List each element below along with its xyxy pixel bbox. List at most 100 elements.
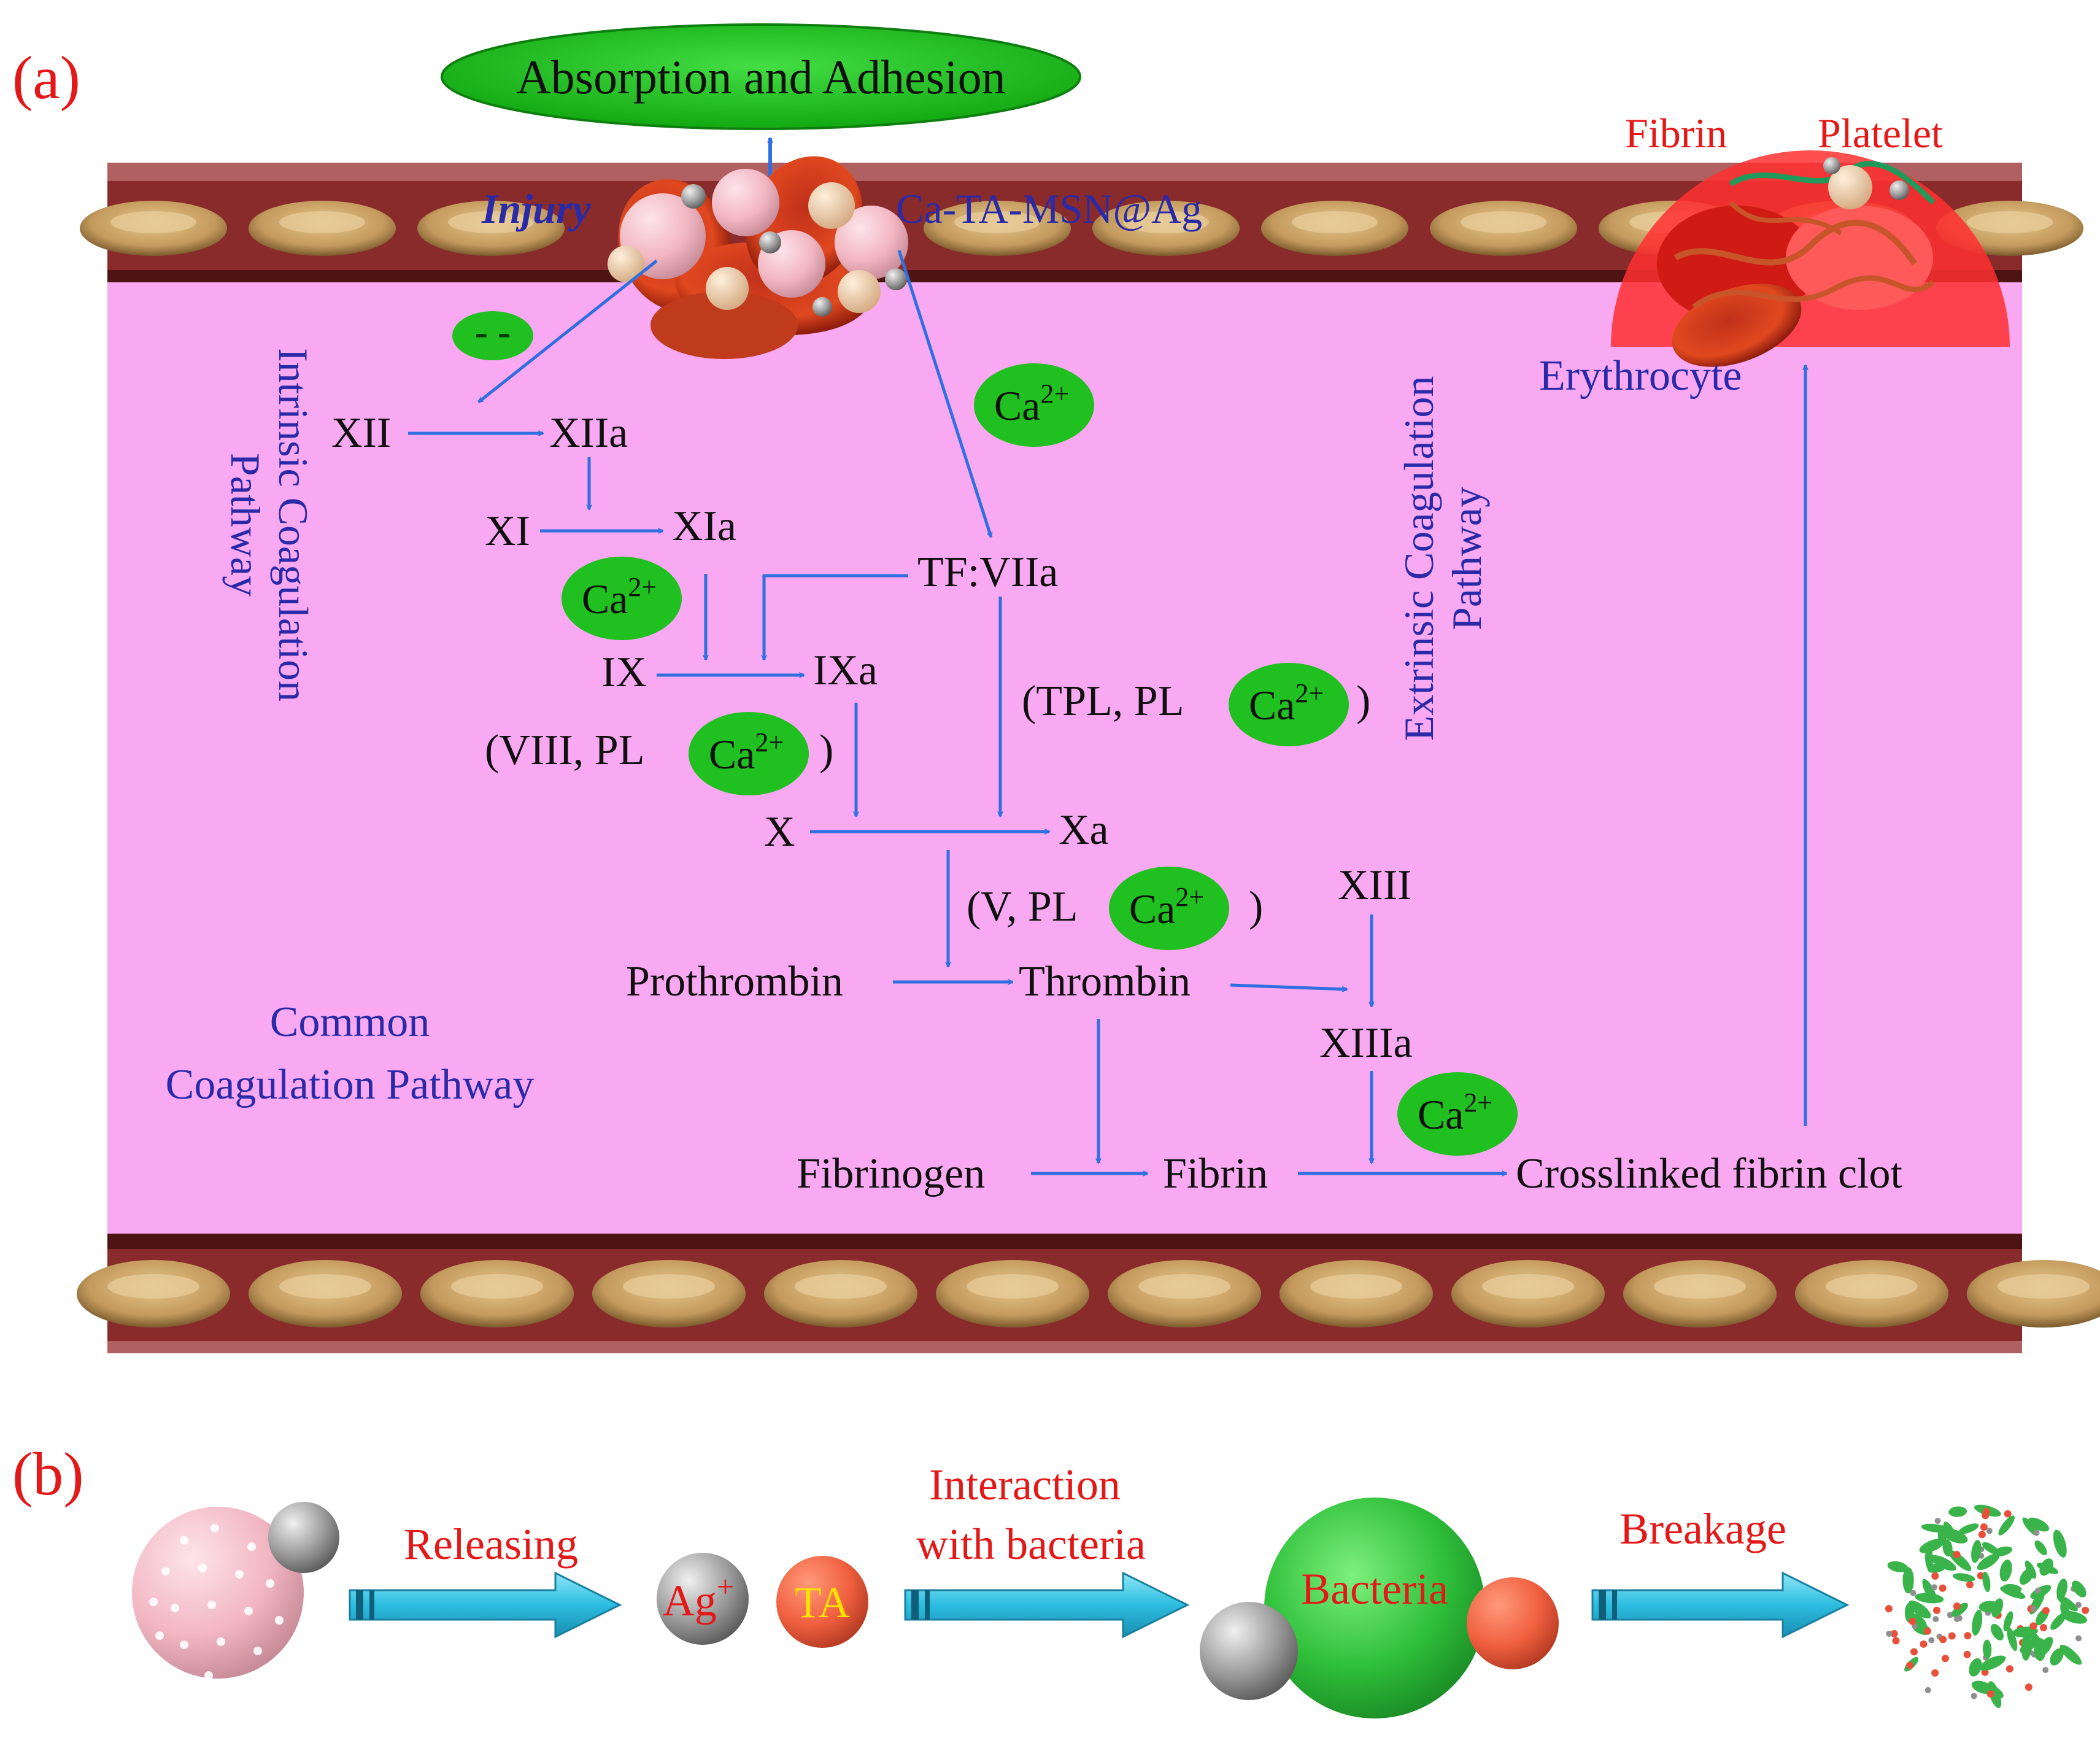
calcium-badge-ellipse <box>689 712 809 795</box>
cell-nucleus <box>1482 1274 1574 1299</box>
fragment <box>1971 1680 1994 1695</box>
fragment <box>1969 1658 1982 1677</box>
material-label: Ca-TA-MSN@Ag <box>896 185 1202 232</box>
fragment <box>2028 1517 2050 1532</box>
cell-nucleus <box>448 211 534 233</box>
negative-charge-symbol: - - <box>475 310 511 354</box>
fragment <box>1912 1613 1927 1629</box>
pore <box>198 1564 207 1572</box>
cofactor-VIII: (VIII, PL ) <box>485 727 833 774</box>
pore <box>275 1616 284 1625</box>
fragment <box>1923 1627 1931 1635</box>
fragment <box>2039 1624 2047 1632</box>
node-IXa: IXa <box>813 647 878 694</box>
intrinsic-title-line1: Intrinsic Coagulation <box>270 348 317 702</box>
fragment <box>2042 1607 2050 1615</box>
calcium-badge: Ca2+ <box>974 363 1094 447</box>
injury-cluster <box>608 156 908 359</box>
cell-nucleus <box>1123 211 1209 233</box>
cascade-nodes: XII XIIa XI XIa TF:VIIa IX IXa X Xa XIII… <box>331 409 1902 1197</box>
node-Fibrinogen: Fibrinogen <box>797 1150 985 1197</box>
node-Fibrin: Fibrin <box>1163 1150 1268 1197</box>
fragment <box>1924 1547 1934 1571</box>
ag-ion-sup: + <box>717 1569 734 1604</box>
broken-particle <box>1885 1504 2090 1709</box>
fragment <box>1971 1540 1982 1563</box>
fragment <box>1930 1555 1956 1571</box>
fragment <box>1966 1580 1974 1588</box>
cell-nucleus <box>110 211 196 233</box>
cell-nucleus <box>107 1274 199 1299</box>
fragment <box>1986 1690 1994 1698</box>
calcium-badge-label: Ca2+ <box>1129 882 1204 932</box>
calcium-badge: Ca2+ <box>1109 867 1229 950</box>
cyan-arrows <box>349 1571 1850 1639</box>
calcium-base: Ca <box>1129 886 1176 932</box>
fragment <box>1941 1655 1949 1663</box>
fragment <box>1886 1630 1893 1637</box>
fragment <box>1972 1609 1983 1636</box>
fragment <box>1915 1593 1944 1604</box>
fragment <box>2035 1587 2042 1594</box>
common-title-line2: Coagulation Pathway <box>166 1061 535 1108</box>
fragment <box>2042 1666 2049 1673</box>
pore <box>266 1579 274 1588</box>
fragment <box>1910 1648 1918 1656</box>
arrow-Thrombin-to-XIIIa <box>1230 983 1347 989</box>
calcium-badge-label: Ca2+ <box>1418 1088 1492 1138</box>
fragment <box>1909 1617 1917 1625</box>
cofactor-V-close: ) <box>1249 883 1263 930</box>
fragment <box>1892 1637 1900 1645</box>
pore <box>235 1570 244 1579</box>
cell-nucleus <box>1138 1274 1230 1299</box>
calcium-badge-label: Ca2+ <box>1249 678 1324 729</box>
calcium-base: Ca <box>1418 1091 1464 1138</box>
node-Thrombin: Thrombin <box>1019 958 1191 1005</box>
fragment <box>2075 1635 2082 1642</box>
process-arrow-body <box>1591 1571 1850 1639</box>
cell-nucleus <box>1654 1274 1746 1299</box>
arrow-TFVIIa-to-IX <box>764 574 908 660</box>
fragment <box>2029 1622 2037 1630</box>
fragment <box>1939 1636 1947 1644</box>
cofactor-VIII-open: (VIII, PL <box>485 727 644 774</box>
panel-a-label: (a) <box>12 44 80 112</box>
fragment <box>1948 1506 1967 1517</box>
fragment <box>1931 1572 1939 1580</box>
pore <box>180 1536 188 1545</box>
process-arrow-body <box>904 1571 1190 1639</box>
fragment <box>2025 1560 2037 1579</box>
fragment <box>1920 1640 1928 1648</box>
cofactor-TPL-open: (TPL, PL <box>1022 678 1184 725</box>
fragment <box>1982 1571 1991 1593</box>
ta-label: TA <box>795 1578 850 1627</box>
node-X: X <box>764 808 795 856</box>
pore <box>180 1641 188 1649</box>
process-arrow-tick <box>356 1590 363 1620</box>
pore <box>238 1677 247 1686</box>
process-arrow-body <box>349 1571 622 1639</box>
cofactor-V: (V, PL ) <box>967 883 1263 930</box>
fragment <box>1924 1687 1931 1693</box>
fragment <box>1953 1602 1961 1610</box>
fragment <box>1986 1528 1993 1534</box>
fragment <box>2003 1611 2013 1631</box>
fragment <box>1885 1605 1893 1613</box>
fragment <box>1931 1669 1939 1677</box>
calcium-badge: Ca2+ <box>1397 1072 1518 1156</box>
fragment <box>2025 1683 2032 1691</box>
fragment <box>1906 1661 1914 1669</box>
process-arrow-tick <box>369 1590 374 1620</box>
pore <box>161 1567 170 1575</box>
releasing-label: Releasing <box>404 1520 578 1569</box>
calcium-sup: 2+ <box>1464 1088 1492 1118</box>
fragment <box>2005 1665 2013 1673</box>
cascade-arrows <box>408 250 1805 1173</box>
calcium-sup: 2+ <box>1175 882 1204 912</box>
fragment <box>2050 1648 2064 1666</box>
fragment <box>1958 1523 1979 1534</box>
fragment <box>1931 1584 1937 1591</box>
node-XI: XI <box>485 508 530 555</box>
calcium-sup: 2+ <box>628 572 657 602</box>
cell-nucleus <box>795 1274 887 1299</box>
